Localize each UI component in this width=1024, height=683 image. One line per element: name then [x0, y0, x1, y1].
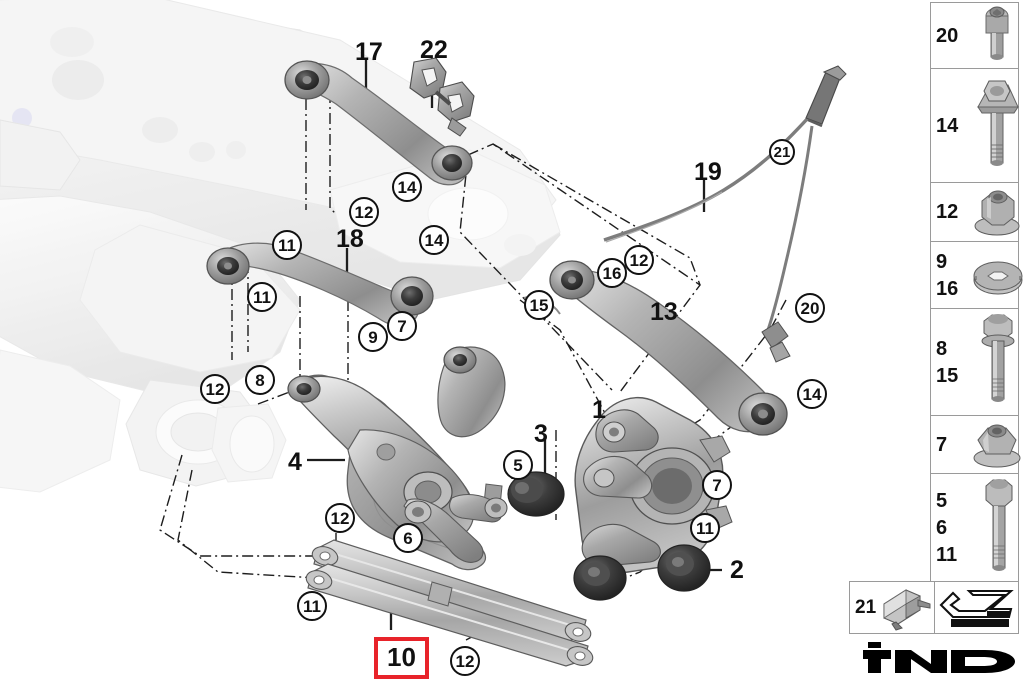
legend-cell-9-16: 9 16 [931, 242, 1023, 309]
legend-numbers-9-16: 9 16 [931, 252, 970, 299]
part-20-sensor-lead [766, 125, 814, 331]
legend-number: 5 [936, 490, 948, 512]
sensor-clip-body [761, 321, 791, 363]
callout-22: 22 [420, 36, 448, 64]
callout-12-d: 12 [450, 646, 480, 676]
callout-4: 4 [288, 448, 302, 476]
callout-12-c: 12 [325, 503, 355, 533]
callout-1: 1 [592, 396, 606, 424]
legend-number: 6 [936, 517, 948, 539]
callout-2: 2 [730, 556, 744, 584]
legend-number: 14 [936, 114, 959, 137]
flange-nut-icon [970, 183, 1020, 241]
part-2-bushing [657, 544, 711, 592]
fastener-legend-panel: 20 14 [930, 2, 1023, 582]
legend-cell-7: 7 [931, 416, 1021, 474]
callout-12-upper: 12 [349, 197, 379, 227]
callout-18: 18 [336, 225, 364, 253]
direction-arrow-cell [935, 582, 1018, 633]
callout-3: 3 [534, 420, 548, 448]
callout-9: 9 [358, 322, 388, 352]
eccentric-bolt-icon [970, 69, 1019, 182]
parts-diagram-canvas: 17 22 14 12 18 11 14 11 9 7 12 8 4 5 3 6… [0, 0, 847, 679]
legend-number: 9 [936, 250, 948, 273]
hex-flange-bolt-icon [970, 309, 1018, 415]
legend-cell-12: 12 [931, 183, 1020, 242]
part-4-lower-arm [287, 346, 506, 571]
legend-number: 15 [936, 364, 959, 387]
washer-plate-icon [970, 242, 1023, 308]
hex-flange-nut-icon [970, 416, 1021, 473]
callout-11-d: 11 [690, 513, 720, 543]
legend-cell-20: 20 [931, 3, 1018, 69]
part-18-control-arm [206, 242, 434, 327]
legend-numbers-20: 20 [931, 26, 970, 46]
legend-number: 7 [936, 433, 948, 456]
legend-numbers-8-15: 8 15 [931, 339, 970, 386]
callout-14-c: 14 [797, 379, 827, 409]
callout-15: 15 [524, 290, 554, 320]
part-13-lateral-link [549, 260, 788, 436]
legend-number: 11 [936, 544, 958, 566]
callout-13: 13 [650, 298, 678, 326]
part-22-bracket [409, 57, 475, 137]
callout-7-b: 7 [702, 470, 732, 500]
part-3-5-bushings [449, 471, 565, 523]
callout-10-highlighted: 10 [374, 637, 429, 679]
callout-11-b: 11 [247, 282, 277, 312]
callout-16: 16 [597, 258, 627, 288]
legend-number: 20 [936, 24, 959, 47]
callout-14-upper: 14 [392, 172, 422, 202]
callout-20: 20 [795, 293, 825, 323]
callout-17: 17 [355, 38, 383, 66]
callout-8: 8 [245, 365, 275, 395]
callout-12-b: 12 [200, 374, 230, 404]
callout-19: 19 [694, 158, 722, 186]
callout-7-a: 7 [387, 311, 417, 341]
part-21-sensor-head [805, 65, 847, 128]
callout-11-a: 11 [272, 230, 302, 260]
legend-number: 21 [855, 597, 877, 618]
legend-numbers-12: 12 [931, 202, 970, 222]
legend-numbers-14: 14 [931, 116, 970, 136]
legend-cell-8-15: 8 15 [931, 309, 1018, 416]
callout-5: 5 [503, 450, 533, 480]
sensor-clip-icon [876, 584, 934, 637]
hex-bolt-icon [970, 474, 1018, 582]
direction-arrow-icon [939, 585, 1017, 636]
callout-14-b: 14 [419, 225, 449, 255]
legend-number: 8 [936, 337, 948, 360]
legend-bottom-row: 21 [849, 581, 1019, 634]
legend-numbers-7: 7 [931, 435, 970, 455]
legend-cell-5-6-11: 5 6 11 [931, 474, 1018, 582]
socket-head-bolt-icon [970, 3, 1018, 68]
legend-cell-14: 14 [931, 69, 1019, 183]
callout-6: 6 [393, 523, 423, 553]
part-10-trailing-arm [305, 539, 594, 667]
callout-11-c: 11 [297, 591, 327, 621]
legend-number: 16 [936, 277, 959, 300]
legend-number: 12 [936, 201, 959, 223]
part-17-control-arm [284, 60, 473, 186]
part-1-wheel-carrier [573, 397, 733, 601]
ind-logo [861, 640, 1019, 676]
legend-numbers-5-6-11: 5 6 11 [931, 491, 970, 565]
callout-12-e: 12 [624, 245, 654, 275]
callout-21: 21 [769, 139, 795, 165]
legend-cell-21: 21 [850, 582, 935, 633]
diagram-artwork [0, 0, 847, 667]
